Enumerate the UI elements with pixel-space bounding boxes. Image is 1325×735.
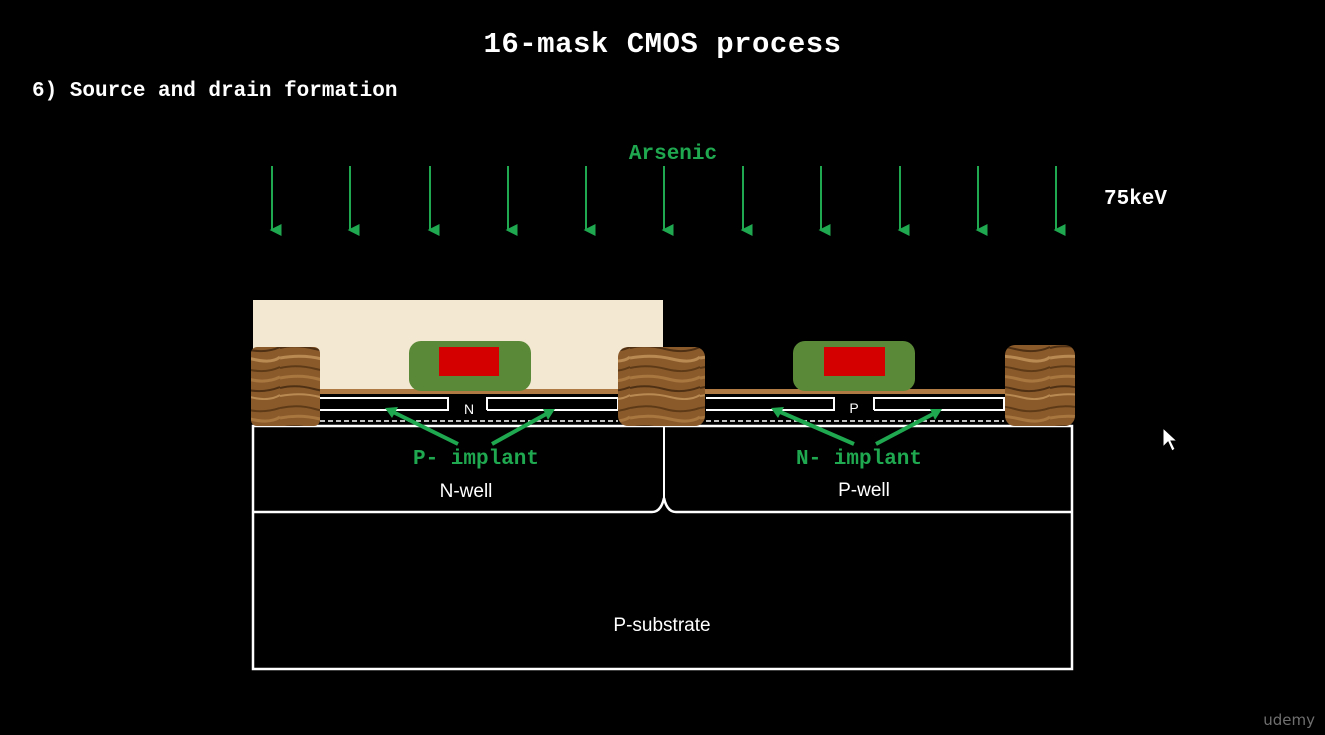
field-oxide-center xyxy=(618,347,705,426)
mouse-cursor-icon xyxy=(1162,426,1179,452)
n-region-label: N xyxy=(464,401,474,417)
p-region-label: P xyxy=(849,400,858,416)
oxide-layer-right xyxy=(704,389,1006,394)
field-oxide-right xyxy=(1005,345,1075,426)
implant-energy-label: 75keV xyxy=(1104,188,1167,211)
field-oxide-left xyxy=(251,347,320,426)
well-boundary xyxy=(253,497,1072,514)
n-implant-label: N- implant xyxy=(796,448,922,471)
implant-pointers xyxy=(385,407,942,446)
udemy-watermark: udemy xyxy=(1263,711,1315,729)
slide-title: 16-mask CMOS process xyxy=(483,28,842,61)
p-implant-label: P- implant xyxy=(413,448,539,471)
slide-subtitle: 6) Source and drain formation xyxy=(32,80,398,103)
p-well-label: P-well xyxy=(838,480,890,501)
poly-gate-left xyxy=(439,347,499,376)
p-substrate-label: P-substrate xyxy=(613,615,710,636)
implant-arrows xyxy=(269,166,1066,236)
implant-species-label: Arsenic xyxy=(629,143,717,166)
poly-gate-right xyxy=(824,347,885,376)
oxide-layer-left xyxy=(318,389,620,394)
n-well-label: N-well xyxy=(440,481,493,502)
